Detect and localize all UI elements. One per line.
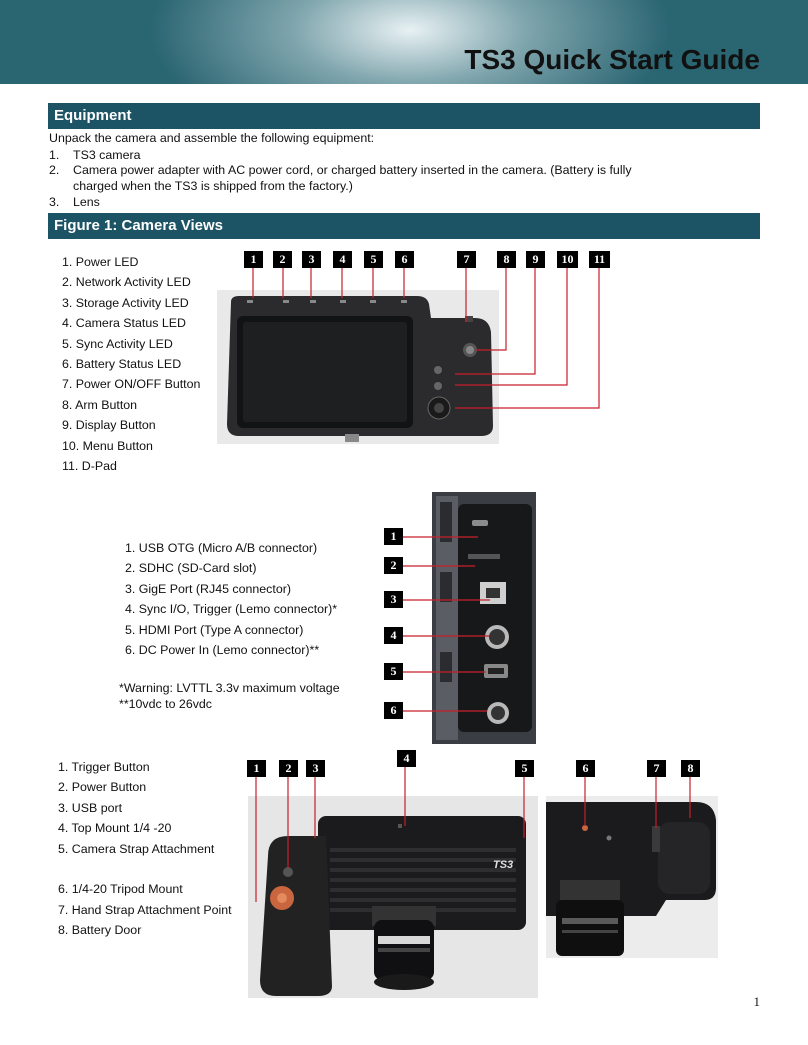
callout-badge: 6 [395, 251, 414, 268]
back-view-legend: 1. Power LED 2. Network Activity LED 3. … [62, 252, 200, 476]
list-item-number: 2. [49, 163, 60, 177]
legend-item: 3. USB port [58, 800, 123, 815]
legend-item: 4. Camera Status LED [62, 316, 186, 331]
legend-item: 7. Power ON/OFF Button [62, 377, 201, 392]
legend-item: 1. USB OTG (Micro A/B connector) [125, 541, 318, 555]
callout-badge: 1 [247, 760, 266, 777]
callout-badge: 5 [364, 251, 383, 268]
voltage-warning-note: *Warning: LVTTL 3.3v maximum voltage [119, 681, 340, 695]
callout-badge: 4 [333, 251, 352, 268]
legend-item: 6. DC Power In (Lemo connector)** [125, 642, 320, 657]
side-view-legend: 1. USB OTG (Micro A/B connector) 2. SDHC… [125, 538, 337, 660]
legend-item: 9. Display Button [62, 418, 156, 433]
page-header: TS3 Quick Start Guide [0, 0, 808, 84]
callout-badge: 3 [306, 760, 325, 777]
callout-badge: 4 [384, 627, 403, 644]
legend-item: 3. Storage Activity LED [62, 295, 189, 310]
callout-badge: 2 [279, 760, 298, 777]
callout-badge: 2 [384, 557, 403, 574]
power-range-note: **10vdc to 26vdc [119, 697, 212, 711]
callout-badge: 9 [526, 251, 545, 268]
page-title: TS3 Quick Start Guide [464, 44, 760, 75]
callout-badge: 3 [302, 251, 321, 268]
callout-badge: 2 [273, 251, 292, 268]
camera-front-photo: TS3 [248, 796, 538, 998]
legend-item: 10. Menu Button [62, 438, 153, 453]
legend-item: 2. Network Activity LED [62, 275, 191, 290]
camera-back-photo [217, 290, 499, 444]
legend-item: 3. GigE Port (RJ45 connector) [125, 581, 291, 596]
legend-item: 6. 1/4-20 Tripod Mount [58, 882, 183, 897]
callout-badge: 7 [647, 760, 666, 777]
camera-bottom-photo [546, 796, 718, 958]
callout-badge: 10 [557, 251, 578, 268]
callout-badge: 5 [515, 760, 534, 777]
callout-badge: 5 [384, 663, 403, 680]
callout-badge: 1 [244, 251, 263, 268]
legend-item: 4. Sync I/O, Trigger (Lemo connector)* [125, 602, 338, 617]
equipment-heading: Equipment [48, 103, 760, 129]
legend-item: 5. HDMI Port (Type A connector) [125, 622, 304, 637]
list-item-number: 3. [49, 195, 60, 209]
list-item: TS3 camera [73, 148, 141, 162]
figure1-heading: Figure 1: Camera Views [48, 213, 760, 239]
camera-side-photo [432, 492, 536, 744]
legend-item: 1. Power LED [62, 255, 139, 269]
page-number: 1 [753, 994, 761, 1009]
callout-badge: 11 [589, 251, 610, 268]
legend-item: 5. Camera Strap Attachment [58, 841, 215, 856]
list-item-continuation: charged when the TS3 is shipped from the… [73, 179, 353, 193]
camera-brand-label: TS3 [493, 859, 514, 871]
legend-item: 2. Power Button [58, 780, 147, 795]
callout-badge: 6 [384, 702, 403, 719]
front-view-legend: 1. Trigger Button 2. Power Button 3. USB… [58, 757, 232, 941]
legend-item: 7. Hand Strap Attachment Point [58, 902, 232, 917]
callout-badge: 4 [397, 750, 416, 767]
callout-badge: 8 [681, 760, 700, 777]
legend-item: 11. D-Pad [62, 458, 117, 473]
legend-item: 5. Sync Activity LED [62, 336, 173, 351]
legend-item: 6. Battery Status LED [62, 356, 182, 371]
legend-item: 1. Trigger Button [58, 760, 150, 774]
legend-item: 4. Top Mount 1/4 -20 [58, 821, 172, 836]
legend-item: 2. SDHC (SD-Card slot) [125, 561, 257, 576]
list-item: Lens [73, 195, 100, 209]
callout-badge: 7 [457, 251, 476, 268]
list-item-number: 1. [49, 148, 60, 162]
callout-badge: 8 [497, 251, 516, 268]
legend-item: 8. Battery Door [58, 923, 142, 938]
list-item: Camera power adapter with AC power cord,… [73, 163, 632, 177]
equipment-intro: Unpack the camera and assemble the follo… [49, 131, 375, 145]
legend-item: 8. Arm Button [62, 397, 138, 412]
callout-badge: 1 [384, 528, 403, 545]
callout-badge: 3 [384, 591, 403, 608]
callout-badge: 6 [576, 760, 595, 777]
